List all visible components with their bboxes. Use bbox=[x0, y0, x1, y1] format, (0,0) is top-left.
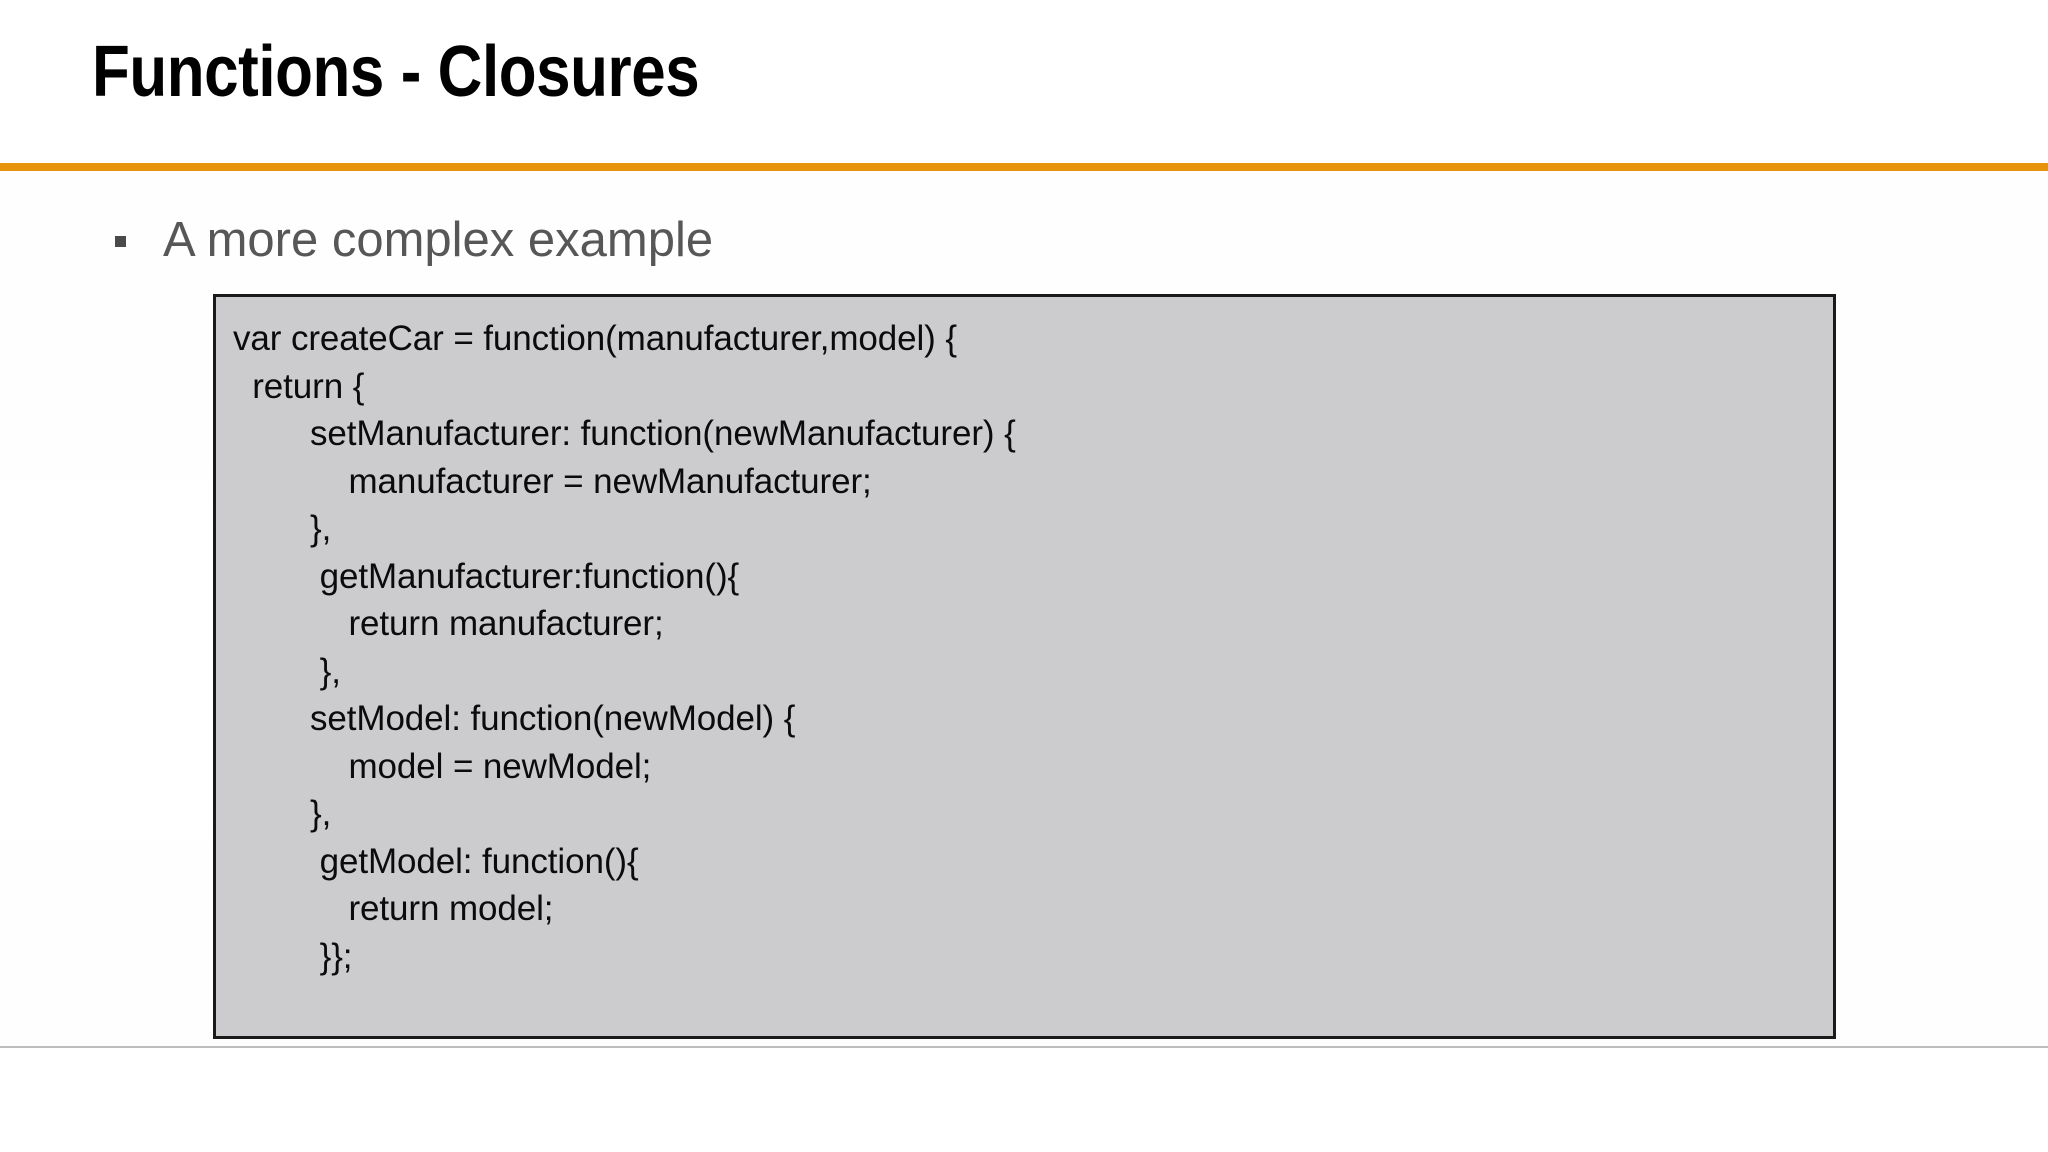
title-band: Functions - Closures bbox=[0, 0, 2048, 163]
code-line: }, bbox=[233, 794, 332, 833]
code-line: }}; bbox=[233, 936, 353, 976]
code-line: }, bbox=[233, 651, 341, 691]
bullet-item-label: A more complex example bbox=[163, 213, 714, 267]
square-bullet-icon bbox=[115, 236, 126, 247]
slide-footer: ORDINA CONNECTIVATE bbox=[0, 1048, 2048, 1152]
slide-body: A more complex example var createCar = f… bbox=[0, 171, 2048, 1046]
code-line: return manufacturer; bbox=[233, 604, 664, 643]
code-line: getManufacturer:function(){ bbox=[233, 556, 740, 596]
code-line: model = newModel; bbox=[233, 746, 652, 786]
code-line: var createCar = function(manufacturer,mo… bbox=[233, 319, 957, 358]
page-title: Functions - Closures bbox=[92, 32, 700, 112]
code-listing: var createCar = function(manufacturer,mo… bbox=[233, 315, 1833, 980]
code-line: setManufacturer: function(newManufacture… bbox=[233, 414, 1016, 453]
code-line: getModel: function(){ bbox=[233, 841, 639, 881]
code-line: }, bbox=[233, 509, 332, 548]
code-line: manufacturer = newManufacturer; bbox=[233, 461, 872, 501]
code-line: setModel: function(newModel) { bbox=[233, 699, 796, 738]
code-line: return model; bbox=[233, 889, 554, 928]
footer-divider bbox=[0, 1046, 2048, 1048]
code-line: return { bbox=[233, 366, 365, 406]
bullet-item-0: A more complex example bbox=[115, 216, 713, 265]
title-accent-rule bbox=[0, 163, 2048, 171]
code-block: var createCar = function(manufacturer,mo… bbox=[213, 294, 1836, 1039]
